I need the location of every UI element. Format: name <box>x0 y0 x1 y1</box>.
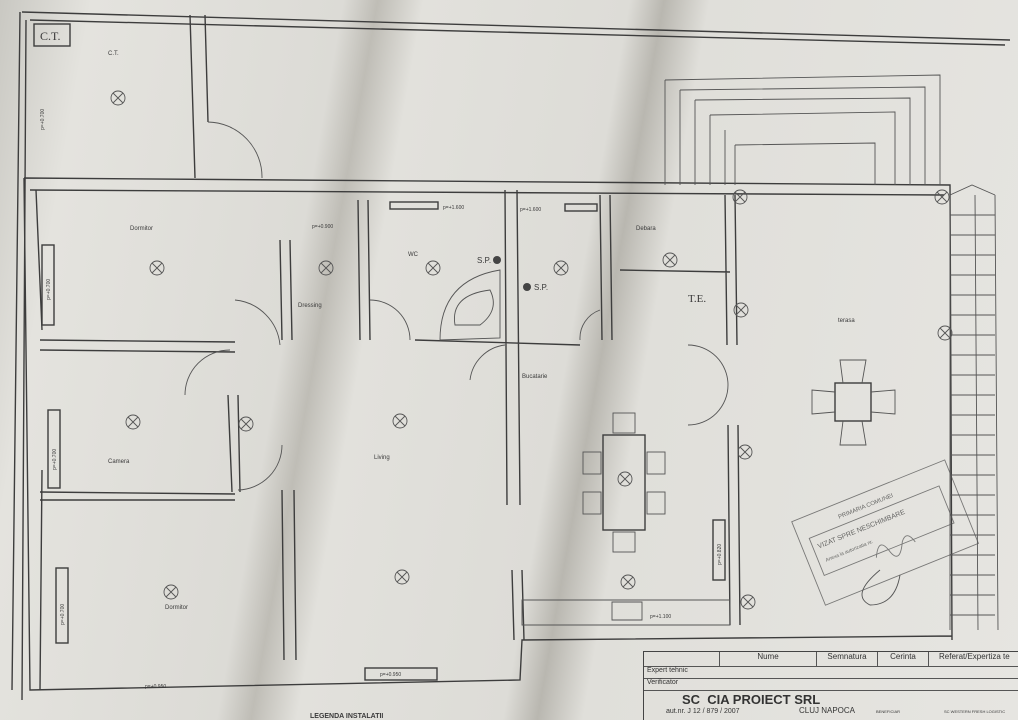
level-label: p=+1.600 <box>443 205 464 211</box>
sheet-border <box>11 11 1011 701</box>
kitchen-counter <box>521 599 731 626</box>
company-name: SC CIA PROIECT SRL <box>682 692 821 707</box>
level-label: p=+1.100 <box>650 614 671 620</box>
te-label: T.E. <box>688 293 706 305</box>
terrace-steps <box>664 74 941 185</box>
level-label: p=+0.950 <box>145 684 166 690</box>
ct-box-label: C.T. <box>40 29 60 43</box>
ct-box <box>33 23 71 47</box>
level-label: p=+0.900 <box>312 224 333 230</box>
signature-flourish <box>861 569 901 606</box>
room-label-dressing: Dressing <box>298 303 322 309</box>
header-nume: Nume <box>720 652 817 666</box>
level-label: p=+0.700 <box>46 279 52 300</box>
walls-ct <box>35 14 209 691</box>
room-label-living: Living <box>374 455 390 461</box>
beneficiar-label: BENEFICIAR <box>876 709 901 714</box>
room-label-terasa: terasa <box>838 318 855 324</box>
terrace-table <box>811 359 896 446</box>
sp-label: S.P. <box>534 283 548 292</box>
header-cerinta: Cerinta <box>878 652 929 666</box>
room-label-debara: Debara <box>636 226 656 232</box>
company-city: CLUJ NAPOCA <box>799 706 856 715</box>
row-verificator: Verificator <box>644 679 1018 691</box>
room-label-bucatarie: Bucatarie <box>522 374 548 380</box>
beneficiar-value: SC WESTERN FRESH LOGISTIC <box>944 709 1006 714</box>
sp-label: S.P. <box>477 256 491 265</box>
room-label-dormitor: Dormitor <box>165 605 188 611</box>
ceiling-light-icons <box>110 90 953 610</box>
dining-table <box>582 412 666 553</box>
level-label: p=+0.700 <box>52 449 58 470</box>
header-semnatura: Semnatura <box>817 652 878 666</box>
room-label-ct: C.T. <box>108 51 119 57</box>
level-label: p=+0.700 <box>40 109 46 130</box>
legend-title: LEGENDA INSTALATII <box>310 713 383 720</box>
row-expert-tehnic: Expert tehnic <box>644 667 1018 679</box>
level-label: p=+1.600 <box>520 207 541 213</box>
sp-dot-icon <box>493 256 501 264</box>
room-label-camera: Camera <box>108 459 130 465</box>
side-stair <box>949 184 999 631</box>
door-swings <box>184 121 729 491</box>
interior-walls <box>39 189 741 661</box>
title-block: Nume Semnatura Cerinta Referat/Expertiza… <box>643 651 1018 720</box>
header-referat: Referat/Expertiza te <box>939 652 1010 661</box>
windows <box>41 201 726 681</box>
level-label: p=+0.950 <box>380 672 401 678</box>
company-reg: aut.nr. J 12 / 879 / 2007 <box>666 708 740 715</box>
level-label: p=+0.820 <box>717 544 723 565</box>
signature <box>875 535 916 558</box>
outer-walls <box>23 177 953 691</box>
sp-dot-icon <box>523 283 531 291</box>
room-label-dormitor: Dormitor <box>130 226 153 232</box>
bathtub <box>439 269 501 341</box>
level-label: p=+0.700 <box>60 604 66 625</box>
room-label-wc: WC <box>408 252 419 258</box>
